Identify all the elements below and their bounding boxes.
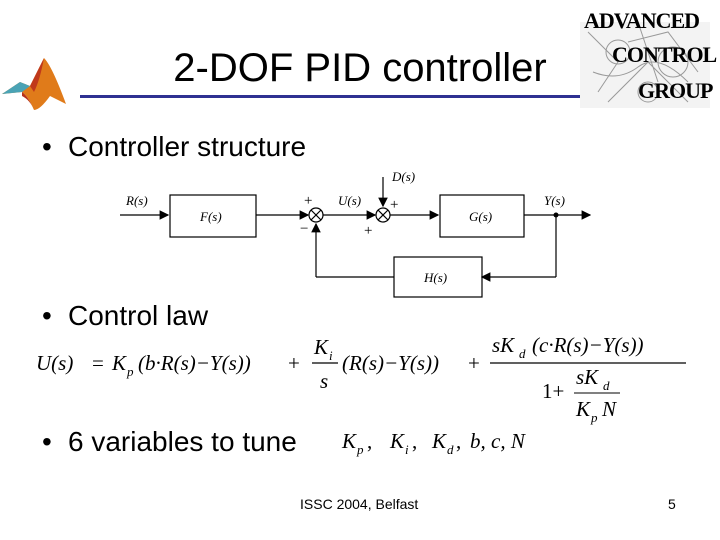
bullet-dot: • xyxy=(42,131,52,162)
var-kp: K xyxy=(341,429,357,453)
label-D: D(s) xyxy=(391,169,415,184)
var-sep-1: , xyxy=(367,429,372,453)
bullet-controller-structure: • Controller structure xyxy=(42,131,306,163)
var-kd-sub: d xyxy=(447,442,454,457)
var-ki-sub: i xyxy=(405,442,409,457)
bullet-variables: • 6 variables to tune xyxy=(42,426,297,458)
eq-den-n: N xyxy=(601,397,617,421)
label-U: U(s) xyxy=(338,193,361,208)
slide-footer: ISSC 2004, Belfast xyxy=(300,496,419,512)
tune-variables-math: K p , K i , K d , b, c, N xyxy=(341,429,526,457)
eq-kp: K xyxy=(111,351,127,375)
slide-title: 2-DOF PID controller xyxy=(173,46,547,90)
bullet-dot: • xyxy=(42,300,52,331)
var-sep-3: , xyxy=(456,429,461,453)
var-ki: K xyxy=(389,429,405,453)
eq-den-num: sK xyxy=(576,365,599,389)
page-number: 5 xyxy=(668,496,676,512)
label-Y: Y(s) xyxy=(544,193,565,208)
eq-kp-sub: p xyxy=(126,364,134,379)
eq-den-one: 1+ xyxy=(542,379,564,403)
acg-logo-line-2: CONTROL xyxy=(612,42,717,67)
block-diagram: R(s) F(s) U(s) D(s) G(s) Y(s) H(s) + − +… xyxy=(120,169,592,298)
sign-sum2-top: + xyxy=(390,197,398,213)
acg-logo-emblem xyxy=(580,21,710,108)
sign-sum2-bottom: + xyxy=(364,223,372,239)
eq-ki-den: s xyxy=(320,369,328,393)
title-underline xyxy=(80,95,580,98)
var-kp-sub: p xyxy=(356,442,364,457)
var-sep-2: , xyxy=(412,429,417,453)
acg-logo-line-1: ADVANCED xyxy=(584,8,700,33)
eq-lhs: U(s) xyxy=(36,351,73,375)
sign-sum1-plus: + xyxy=(304,193,312,209)
label-G: G(s) xyxy=(469,209,492,224)
eq-ki: K xyxy=(313,335,329,359)
eq-plus2: + xyxy=(468,351,480,375)
eq-kd-num: sK xyxy=(492,333,515,357)
bullet-text: Controller structure xyxy=(68,131,307,162)
var-kd: K xyxy=(431,429,447,453)
label-F: F(s) xyxy=(199,209,222,224)
acg-logo-line-3: GROUP xyxy=(638,78,713,103)
label-R: R(s) xyxy=(125,193,148,208)
takeoff-point xyxy=(553,212,559,218)
eq-term1: (b·R(s)−Y(s)) xyxy=(138,351,251,375)
sign-sum1-minus: − xyxy=(300,221,308,237)
eq-den-num-sub: d xyxy=(603,378,610,393)
eq-den-k-sub: p xyxy=(590,410,598,425)
var-rest: b, c, N xyxy=(470,429,526,453)
eq-kd-term: (c·R(s)−Y(s)) xyxy=(532,333,644,357)
eq-equals: = xyxy=(92,351,104,375)
block-F xyxy=(169,194,257,238)
eq-den-k: K xyxy=(575,397,591,421)
control-law-equation: U(s) = K p (b·R(s)−Y(s)) + K i s (R(s)−Y… xyxy=(36,333,686,425)
matlab-logo xyxy=(2,58,66,110)
eq-kd-sub: d xyxy=(519,346,526,361)
acg-logo: ADVANCED CONTROL GROUP xyxy=(578,2,717,112)
eq-ki-sub: i xyxy=(329,348,333,363)
label-H: H(s) xyxy=(423,270,447,285)
bullet-text: 6 variables to tune xyxy=(68,426,297,457)
bullet-control-law: • Control law xyxy=(42,300,208,332)
eq-term2: (R(s)−Y(s)) xyxy=(342,351,439,375)
eq-plus1: + xyxy=(288,351,300,375)
bullet-text: Control law xyxy=(68,300,209,331)
block-G xyxy=(439,194,525,238)
bullet-dot: • xyxy=(42,426,52,457)
